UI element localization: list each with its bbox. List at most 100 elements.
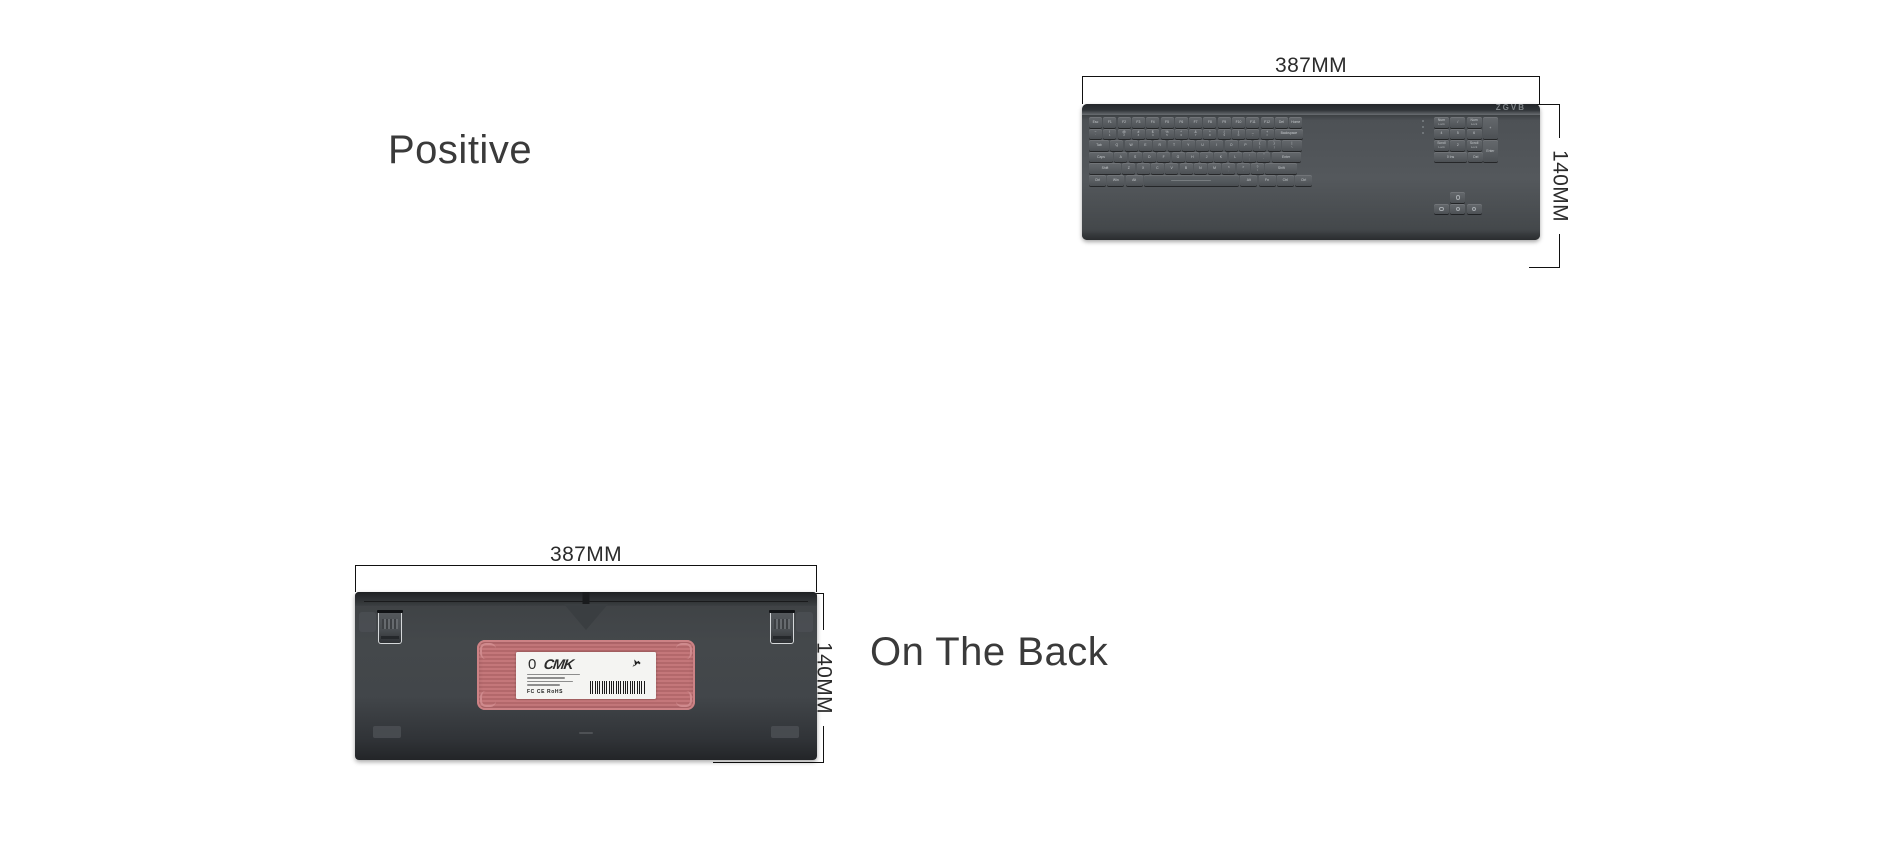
key-2[interactable]: 2 [1450,140,1466,151]
key-space[interactable]: (9 [1217,128,1231,140]
key-fn[interactable]: Fn [1258,175,1276,186]
key-space[interactable]: += [1260,128,1274,140]
key-f9[interactable]: F9 [1217,117,1231,128]
key-space[interactable]: %5 [1160,128,1174,140]
key-e[interactable]: E [1138,140,1152,151]
key-f8[interactable]: F8 [1203,117,1217,128]
key-alt[interactable]: Alt [1125,175,1143,186]
key-shift[interactable]: Shift [1089,163,1121,175]
key-f10[interactable]: F10 [1232,117,1245,128]
key-i[interactable]: I [1210,140,1224,151]
key-space[interactable]: $4 [1146,128,1160,140]
key-h[interactable]: H [1185,151,1199,163]
key-space[interactable]: {[ [1253,140,1267,151]
key-space[interactable]: #3 [1131,128,1145,140]
key-up-arrow[interactable] [1450,192,1466,203]
key-space[interactable]: ?/ [1251,163,1264,175]
key-f5[interactable]: F5 [1160,117,1174,128]
key-space[interactable]: / [1450,117,1466,128]
key-f7[interactable]: F7 [1189,117,1203,128]
key-backspace[interactable]: Backspace [1274,128,1303,140]
key-win[interactable]: Win [1107,175,1125,186]
key-d[interactable]: D [1142,151,1156,163]
key-space[interactable]: *8 [1203,128,1217,140]
key-q[interactable]: Q [1110,140,1124,151]
key-down-arrow[interactable] [1450,203,1466,215]
key-shift[interactable]: Shift [1265,163,1298,175]
key-esc[interactable]: Esc [1089,117,1102,128]
key-home[interactable]: Home [1289,117,1303,128]
key-5[interactable]: 5 [1450,128,1466,140]
key-u[interactable]: U [1196,140,1210,151]
key-alt[interactable]: Alt [1240,175,1258,186]
key-space[interactable]: |\ [1281,140,1302,151]
key-space[interactable]: )0 [1232,128,1245,140]
key-g[interactable]: G [1171,151,1185,163]
key-6[interactable]: 6 [1466,128,1482,140]
key-space[interactable] [1143,175,1239,186]
key-ctrl[interactable]: Ctrl [1295,175,1313,186]
key-space[interactable]: ^6 [1174,128,1188,140]
key-ctrl[interactable]: Ctrl [1089,175,1106,186]
key-b[interactable]: B [1179,163,1193,175]
key-v[interactable]: V [1165,163,1179,175]
key-n[interactable]: N [1193,163,1207,175]
key-enter[interactable]: Enter [1482,140,1498,163]
key-c[interactable]: C [1150,163,1164,175]
key-z[interactable]: Z [1122,163,1136,175]
key-caps[interactable]: Caps [1089,151,1113,163]
key-tab[interactable]: Tab [1089,140,1109,151]
key-w[interactable]: W [1124,140,1138,151]
key-m[interactable]: M [1208,163,1222,175]
key-f1[interactable]: F1 [1103,117,1117,128]
key-legend-secondary: 7 [1194,133,1197,138]
flip-foot-left[interactable] [377,610,403,644]
key-enter[interactable]: Enter [1271,151,1301,163]
key-ctrl[interactable]: Ctrl [1276,175,1294,186]
key-left-arrow[interactable] [1434,203,1449,215]
key-k[interactable]: K [1214,151,1228,163]
key-f[interactable]: F [1157,151,1171,163]
key-f12[interactable]: F12 [1260,117,1274,128]
key-right-arrow[interactable] [1466,203,1482,215]
key-space[interactable]: + [1482,117,1498,140]
key-legend-primary: Ctrl [1282,177,1288,182]
key-o[interactable]: O [1224,140,1238,151]
key-j[interactable]: J [1200,151,1214,163]
key-space[interactable]: :; [1243,151,1256,163]
key-del[interactable]: Del [1274,117,1288,128]
key-x[interactable]: X [1136,163,1150,175]
key-space[interactable]: ~` [1089,128,1102,140]
key-f3[interactable]: F3 [1131,117,1145,128]
key-legend-primary: Ctrl [1300,177,1307,182]
key-space[interactable]: &7 [1189,128,1203,140]
key-0-ins[interactable]: 0 Ins [1434,151,1467,163]
key-space[interactable]: "' [1257,151,1271,163]
key-r[interactable]: R [1153,140,1167,151]
key-y[interactable]: Y [1181,140,1195,151]
key-p[interactable]: P [1239,140,1252,151]
key-f2[interactable]: F2 [1117,117,1131,128]
key-space[interactable]: _- [1246,128,1260,140]
key-space[interactable]: <, [1222,163,1236,175]
key-space[interactable]: >. [1236,163,1250,175]
key-l[interactable]: L [1228,151,1242,163]
key-space[interactable]: !1 [1103,128,1117,140]
key-4[interactable]: 4 [1434,128,1449,140]
key-space[interactable]: }] [1267,140,1281,151]
key-f6[interactable]: F6 [1174,117,1188,128]
key-t[interactable]: T [1167,140,1181,151]
key-legend-primary: Z [1127,166,1130,171]
key-a[interactable]: A [1114,151,1128,163]
key-del[interactable]: Del [1468,151,1484,163]
key-s[interactable]: S [1128,151,1142,163]
key-f11[interactable]: F11 [1246,117,1260,128]
key-space[interactable]: @2 [1117,128,1131,140]
keyboard-back-view: 0 CMK FC CE RoHS [355,592,817,760]
flip-foot-right[interactable] [769,610,795,644]
key-f4[interactable]: F4 [1146,117,1160,128]
